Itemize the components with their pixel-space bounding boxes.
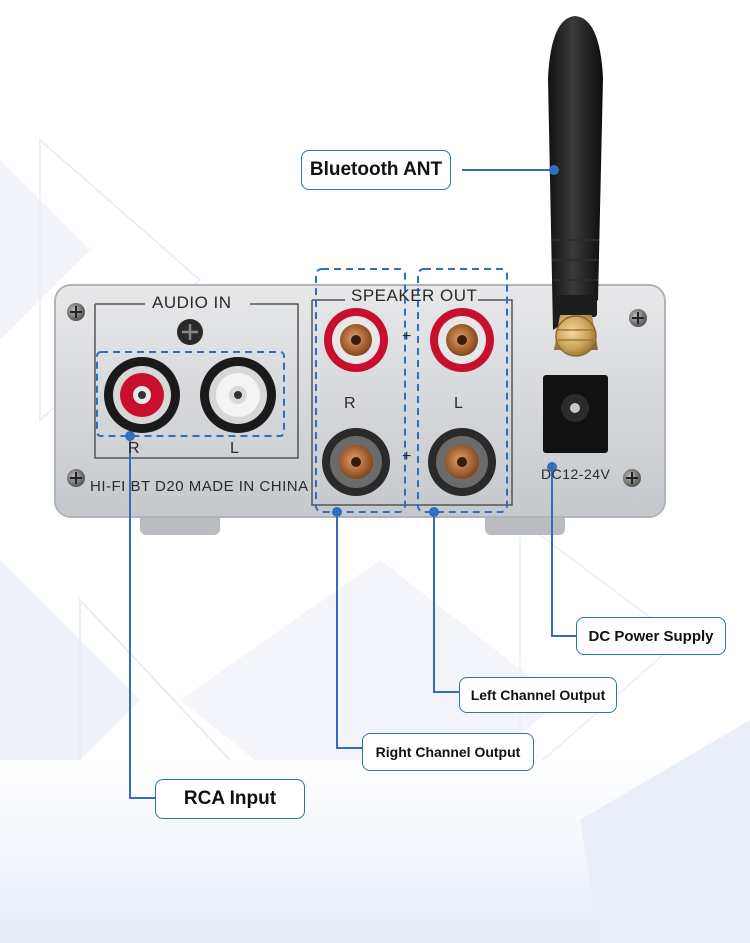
plus-sign-top: + xyxy=(402,328,412,345)
speaker-r-label: R xyxy=(344,395,357,412)
speaker-terminal-r-minus xyxy=(322,428,390,496)
leader-dots xyxy=(125,165,559,517)
dc-power-jack xyxy=(543,375,608,453)
bluetooth-antenna xyxy=(548,16,603,357)
callout-left-channel-output: Left Channel Output xyxy=(459,677,617,713)
speaker-terminal-l-minus xyxy=(428,428,496,496)
dc-voltage-label: DC12-24V xyxy=(541,466,611,482)
callout-right-channel-output: Right Channel Output xyxy=(362,733,534,771)
rca-highlight xyxy=(96,351,285,437)
leader-lines xyxy=(129,169,577,799)
rca-r-label: R xyxy=(128,440,141,457)
speaker-terminal-l-plus xyxy=(430,308,494,372)
audio-in-label: AUDIO IN xyxy=(152,293,232,312)
callout-dc-power-supply: DC Power Supply xyxy=(576,617,726,655)
screw-icon xyxy=(67,303,647,487)
rca-jack-left xyxy=(200,357,276,433)
rca-jack-right xyxy=(104,357,180,433)
speaker-l-label: L xyxy=(454,395,464,412)
left-channel-highlight xyxy=(417,268,508,513)
rca-l-label: L xyxy=(230,440,240,457)
speaker-terminal-r-plus xyxy=(324,308,388,372)
callout-rca-input: RCA Input xyxy=(155,779,305,819)
callout-bluetooth-ant: Bluetooth ANT xyxy=(301,150,451,190)
model-label: HI-FI BT D20 MADE IN CHINA xyxy=(90,478,309,495)
speaker-out-label: SPEAKER OUT xyxy=(351,286,478,305)
plus-sign-bottom: + xyxy=(402,448,412,465)
right-channel-highlight xyxy=(315,268,406,513)
